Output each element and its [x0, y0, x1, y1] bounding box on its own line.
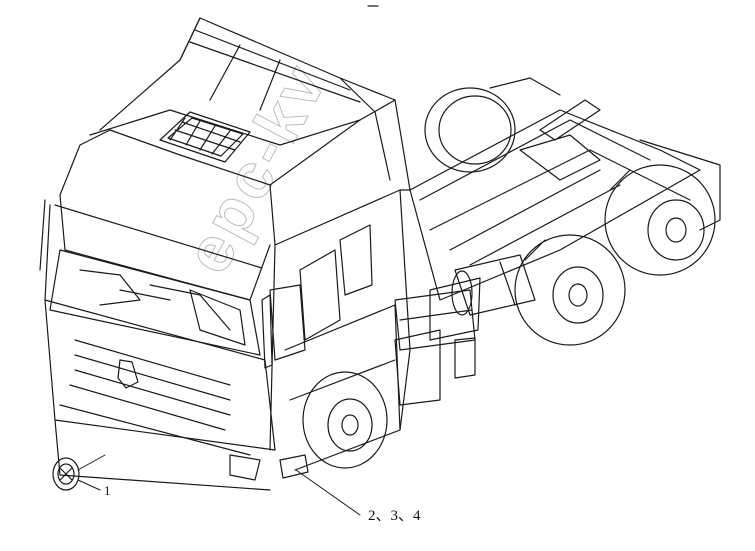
front-wheel — [302, 371, 388, 469]
cab-body — [39, 99, 411, 451]
fuel-tank — [429, 254, 536, 341]
rear-chassis — [409, 77, 721, 301]
callout-label-2-3-4: 2、3、4 — [368, 508, 421, 524]
front-step — [279, 454, 309, 479]
leader-part-2-3-4 — [295, 469, 361, 516]
roof-deflector — [99, 17, 411, 191]
rear-wheels — [424, 87, 716, 346]
windshield — [49, 249, 261, 356]
leader-part-1 — [77, 479, 101, 491]
door-windows — [284, 224, 401, 471]
roof-hatch — [159, 111, 251, 163]
callout-label-1: 1 — [104, 483, 111, 498]
leader-lines — [77, 454, 361, 516]
leader-part-1-up — [77, 454, 106, 471]
side-mirror — [261, 284, 306, 369]
front-grille — [44, 299, 276, 491]
part-1-cap — [52, 457, 80, 491]
